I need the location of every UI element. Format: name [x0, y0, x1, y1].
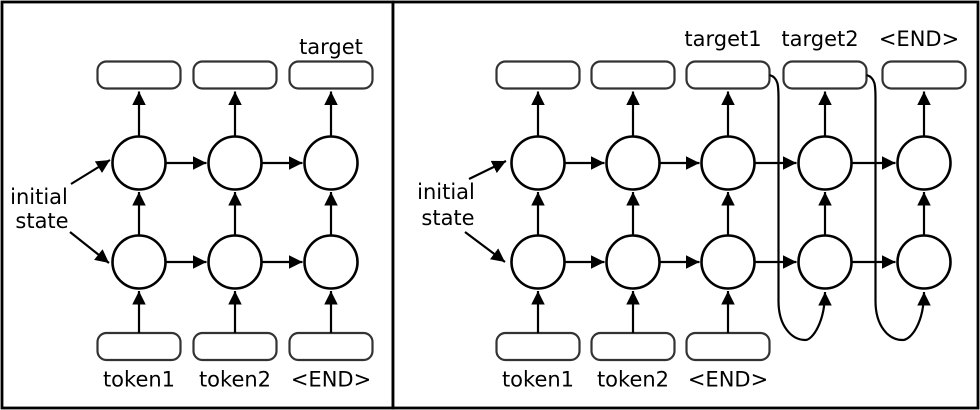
initial-state-label: state — [15, 209, 68, 233]
input-token-label: token2 — [199, 368, 271, 392]
hidden-state-circle — [510, 135, 566, 191]
hidden-state-circle — [303, 135, 359, 191]
input-token-label: token1 — [502, 368, 574, 392]
initial-state-label: state — [421, 206, 474, 230]
feedback-curve — [769, 73, 832, 342]
output-box — [782, 60, 868, 90]
input-token-label: <END> — [688, 368, 768, 392]
hidden-state-circle — [797, 234, 853, 290]
output-target-label: target1 — [684, 27, 761, 51]
output-box — [96, 60, 182, 90]
input-token-label: token2 — [597, 368, 669, 392]
hidden-state-circle — [700, 234, 756, 290]
hidden-state-circle — [111, 234, 167, 290]
initial-state-arrow — [70, 159, 111, 185]
output-box — [881, 60, 967, 90]
initial-state-arrow — [464, 231, 506, 263]
hidden-state-circle — [700, 135, 756, 191]
hidden-state-circle — [896, 135, 952, 191]
feedback-curve — [866, 73, 931, 342]
input-token-label: token1 — [103, 368, 175, 392]
hidden-state-circle — [207, 135, 263, 191]
hidden-state-circle — [797, 135, 853, 191]
hidden-state-circle — [605, 135, 661, 191]
right-panel: token1 token2 <END> target1 target2 <END> init… — [391, 0, 980, 410]
initial-state-label: initial — [417, 180, 475, 204]
initial-state-label: initial — [10, 185, 68, 209]
input-box — [96, 331, 182, 362]
hidden-state-circle — [111, 135, 167, 191]
input-box — [590, 331, 676, 362]
initial-state-arrow — [468, 160, 507, 180]
hidden-state-circle — [303, 234, 359, 290]
output-box — [590, 60, 676, 90]
output-target-label: target2 — [781, 27, 858, 51]
input-box — [192, 331, 278, 362]
input-box — [495, 331, 581, 362]
hidden-state-circle — [605, 234, 661, 290]
input-token-label: <END> — [291, 368, 371, 392]
hidden-state-circle — [896, 234, 952, 290]
output-target-label: target — [299, 35, 363, 59]
input-box — [288, 331, 374, 362]
output-box — [495, 60, 581, 90]
hidden-state-circle — [207, 234, 263, 290]
output-box — [685, 60, 771, 90]
hidden-state-circle — [510, 234, 566, 290]
output-target-label: <END> — [879, 27, 959, 51]
initial-state-arrow — [69, 231, 110, 264]
output-box — [288, 60, 374, 90]
input-box — [685, 331, 771, 362]
output-box — [192, 60, 278, 90]
